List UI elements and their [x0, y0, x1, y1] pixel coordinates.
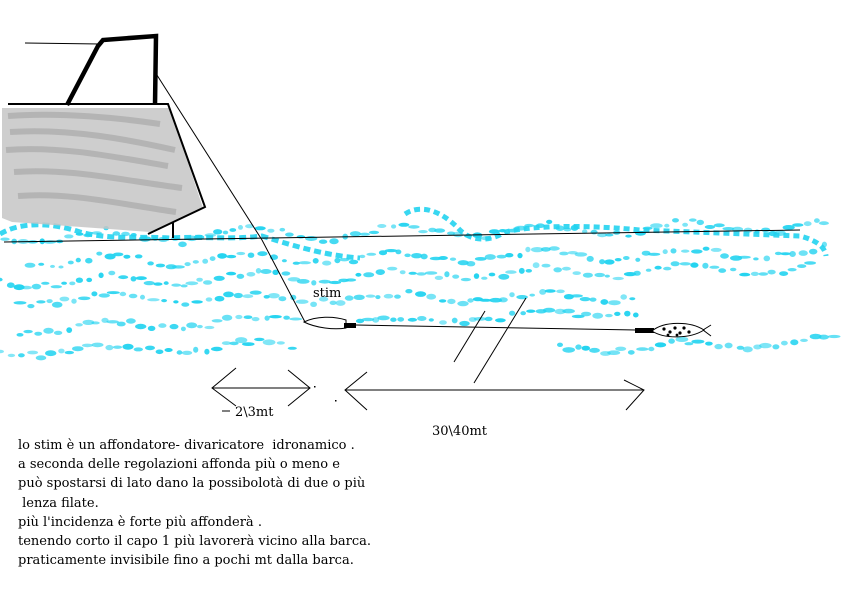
line-break-mark-1	[453, 310, 486, 363]
short-distance-arrow	[211, 367, 311, 407]
water-splashes	[0, 206, 841, 361]
caption-line: più l'incidenza è forte più affonderà .	[18, 514, 262, 530]
lure-body	[651, 322, 705, 338]
stim-device	[302, 316, 347, 330]
boat-cabin-frame	[65, 33, 159, 107]
caption-line: tenendo corto il capo 1 più lavorerà vic…	[18, 534, 372, 550]
stim-clip	[344, 323, 356, 328]
waterline	[3, 229, 801, 243]
caption-line: a seconda delle regolazioni affonda più …	[18, 457, 340, 473]
lure-tail	[702, 324, 712, 337]
main-line	[355, 324, 637, 331]
caption-text: lo stim è un affondatore- divaricatore i…	[18, 436, 371, 570]
caption-line: lenza filate.	[18, 495, 99, 511]
lure-swivel	[635, 328, 654, 333]
caption-line: può spostarsi di lato dano la possibolot…	[18, 476, 366, 492]
antenna-line	[24, 42, 101, 45]
long-distance-label: 30\40mt	[432, 424, 488, 439]
line-break-mark-2	[473, 297, 527, 384]
boat-hull-shading	[5, 111, 183, 215]
caption-line: praticamente invisibile fino a pochi mt …	[18, 553, 354, 569]
boat-hull	[2, 108, 203, 232]
fishing-line	[154, 71, 306, 323]
caption-line: lo stim è un affondatore- divaricatore i…	[18, 438, 355, 453]
long-distance-arrow	[344, 371, 645, 411]
short-distance-label: 2\3mt	[235, 405, 274, 420]
stim-label: stim	[313, 286, 342, 301]
lure-spots	[662, 326, 691, 337]
boat-outline	[8, 103, 207, 238]
arrow-dots	[314, 386, 337, 402]
